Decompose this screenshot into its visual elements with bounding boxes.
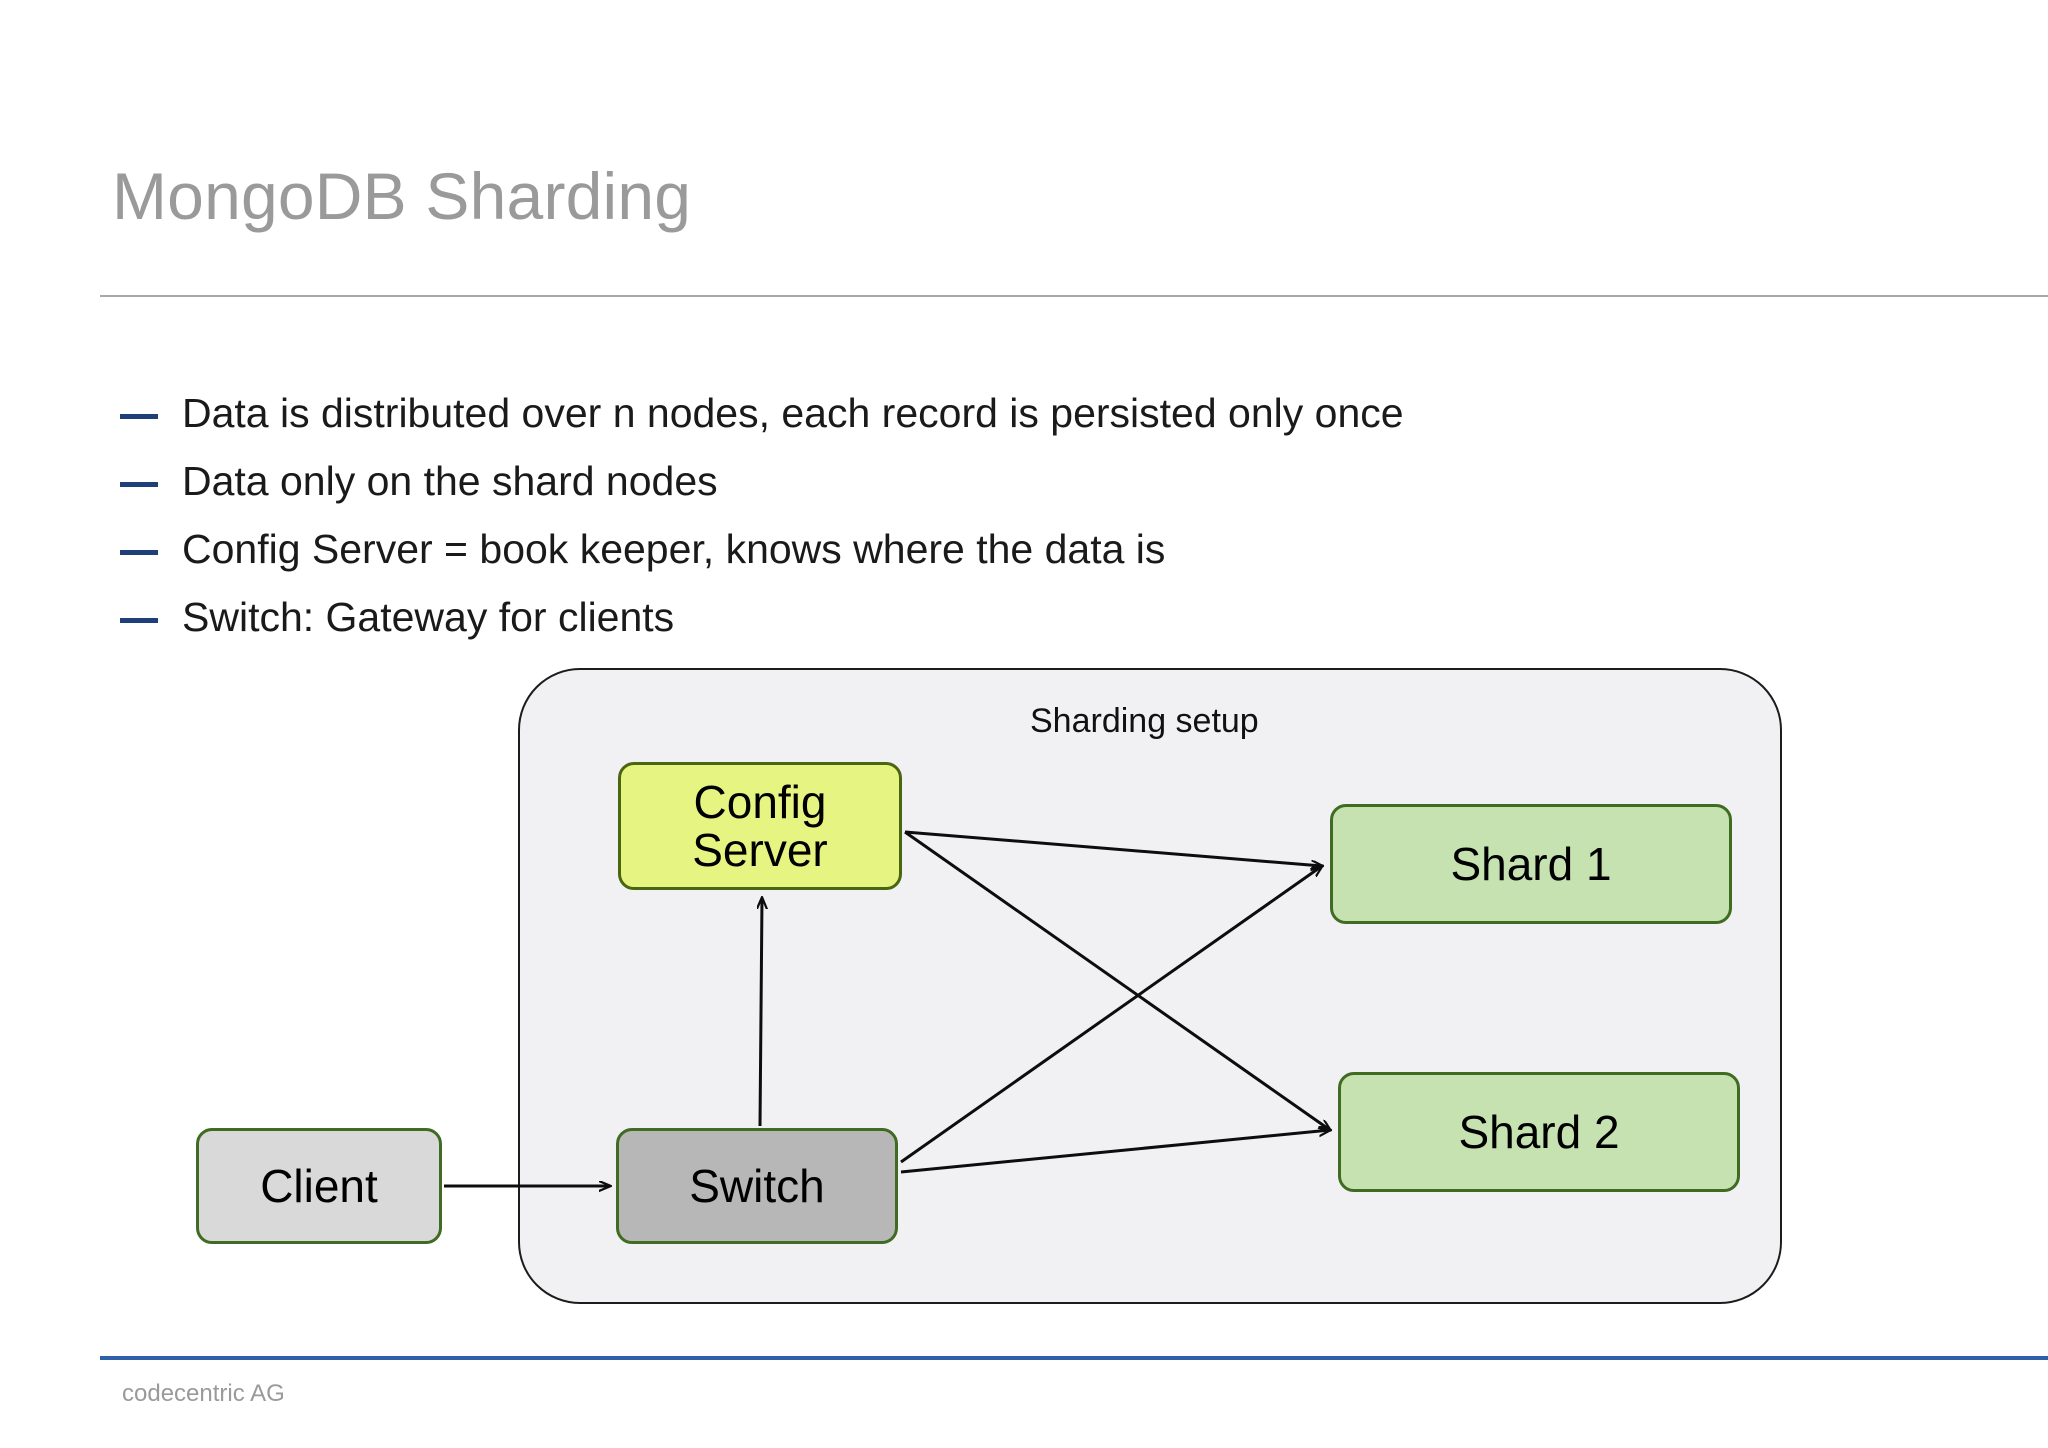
list-item: Data is distributed over n nodes, each r… — [120, 380, 1820, 448]
diagram-node-config-server[interactable]: Config Server — [618, 762, 902, 890]
dash-bullet-icon — [120, 481, 158, 487]
page-title: MongoDB Sharding — [112, 159, 692, 233]
list-item-label: Data is distributed over n nodes, each r… — [182, 390, 1404, 437]
header-divider — [100, 295, 2048, 297]
footer-company-label: codecentric AG — [122, 1380, 285, 1407]
node-label: Shard 2 — [1458, 1105, 1620, 1158]
diagram-node-shard-1[interactable]: Shard 1 — [1330, 804, 1732, 924]
dash-bullet-icon — [120, 549, 158, 555]
sharding-setup-label: Sharding setup — [1030, 702, 1259, 740]
diagram-node-shard-2[interactable]: Shard 2 — [1338, 1072, 1740, 1192]
list-item-label: Data only on the shard nodes — [182, 458, 718, 505]
footer-divider — [100, 1356, 2048, 1360]
node-label: Switch — [689, 1159, 825, 1212]
dash-bullet-icon — [120, 617, 158, 623]
list-item: Switch: Gateway for clients — [120, 584, 1820, 652]
diagram-node-client[interactable]: Client — [196, 1128, 442, 1244]
node-label: Client — [260, 1159, 378, 1212]
node-label-line2: Server — [692, 824, 828, 876]
diagram-node-switch[interactable]: Switch — [616, 1128, 898, 1244]
node-label-line1: Config — [693, 775, 827, 828]
list-item-label: Config Server = book keeper, knows where… — [182, 526, 1166, 573]
list-item: Config Server = book keeper, knows where… — [120, 516, 1820, 584]
node-label: Shard 1 — [1450, 837, 1612, 890]
list-item: Data only on the shard nodes — [120, 448, 1820, 516]
dash-bullet-icon — [120, 413, 158, 419]
bullet-list: Data is distributed over n nodes, each r… — [120, 380, 1820, 652]
list-item-label: Switch: Gateway for clients — [182, 594, 675, 641]
